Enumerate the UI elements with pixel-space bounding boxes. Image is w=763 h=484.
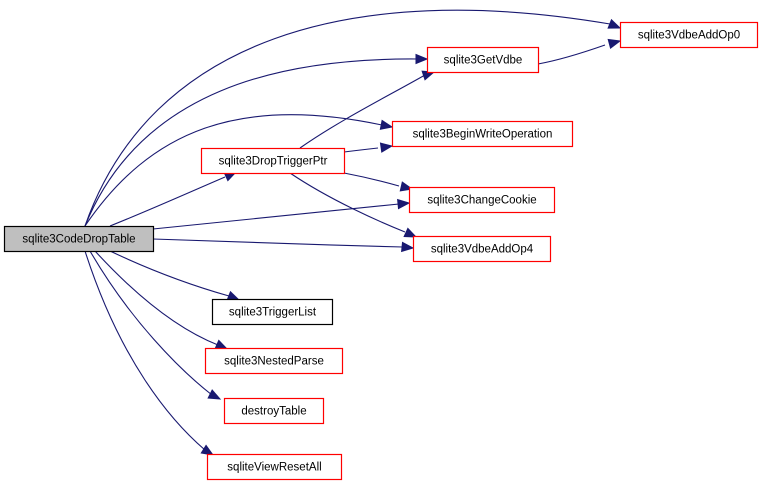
node-box[interactable] [412,235,552,263]
node-box[interactable] [619,21,759,49]
node-box[interactable] [426,46,540,74]
node-beginwrite[interactable]: sqlite3BeginWriteOperation [391,120,574,148]
node-addop4[interactable]: sqlite3VdbeAddOp4 [412,235,552,263]
node-box [3,225,155,253]
edge-line [299,74,426,149]
edge-root-to-addop4 [152,238,415,253]
nodes-layer: sqlite3CodeDropTable sqlite3VdbeAddOp0 sql… [3,21,759,481]
node-label[interactable]: destroyTable [241,406,306,418]
node-box[interactable] [408,186,556,214]
edge-line [84,58,418,227]
edge-root-to-beginwrite [84,114,394,227]
arrowhead-icon [226,290,241,301]
node-addop0[interactable]: sqlite3VdbeAddOp0 [619,21,759,49]
edge-line [84,114,383,227]
arrowhead-icon [401,241,415,253]
node-getvdbe[interactable]: sqlite3GetVdbe [426,46,540,74]
arrowhead-icon [379,142,394,153]
edge-line [152,238,404,248]
edge-root-to-viewresetall [84,250,215,456]
node-triggerlist: sqlite3TriggerList [211,298,334,326]
edge-getvdbe-to-addop0 [537,38,622,65]
edge-root-to-getvdbe [84,53,429,227]
edge-root-to-triggerlist [109,250,241,301]
arrowhead-icon [607,38,622,50]
edges-layer [84,9,622,456]
arrowhead-icon [415,53,429,65]
node-root: sqlite3CodeDropTable [3,225,155,253]
node-label[interactable]: sqlite3NestedParse [224,356,324,368]
arrowhead-icon [207,389,222,400]
edge-line [537,44,606,65]
edge-line [152,203,400,230]
edge-droptrigger-to-beginwrite [343,142,394,153]
edge-root-to-destroytable [89,250,222,400]
edge-line [109,250,230,297]
node-nestedparse[interactable]: sqlite3NestedParse [204,347,344,375]
node-label[interactable]: sqlite3ChangeCookie [427,195,536,207]
arrowhead-icon [379,119,394,130]
edge-line [343,147,379,153]
arrowhead-icon [200,444,215,456]
edge-root-to-nestedparse [94,250,229,350]
edge-root-to-droptrigger [109,171,238,227]
node-box[interactable] [200,147,346,175]
node-changecookie[interactable]: sqlite3ChangeCookie [408,186,556,214]
edge-line [89,250,213,396]
edge-line [84,250,206,451]
node-droptrigger[interactable]: sqlite3DropTriggerPtr [200,147,346,175]
edge-droptrigger-to-changecookie [343,172,414,192]
arrowhead-icon [403,227,418,238]
edge-line [289,172,406,233]
edge-line [343,172,400,187]
node-label[interactable]: sqlite3VdbeAddOp0 [638,30,740,42]
node-box[interactable] [204,347,344,375]
edge-line [84,9,611,227]
node-label[interactable]: sqlite3VdbeAddOp4 [431,244,534,256]
arrowhead-icon [607,18,622,29]
node-label[interactable]: sqlite3DropTriggerPtr [219,156,328,168]
arrowhead-icon [214,339,229,350]
edge-droptrigger-to-addop4 [289,172,418,238]
edge-root-to-addop0 [84,9,622,227]
node-box [211,298,334,326]
node-destroytable[interactable]: destroyTable [223,397,325,425]
node-box[interactable] [223,397,325,425]
node-viewresetall[interactable]: sqliteViewResetAll [206,453,343,481]
edge-root-to-changecookie [152,198,411,230]
node-label[interactable]: sqlite3BeginWriteOperation [413,129,553,141]
node-box[interactable] [206,453,343,481]
node-label: sqlite3TriggerList [229,307,317,319]
node-label[interactable]: sqliteViewResetAll [227,462,321,474]
edge-line [94,250,219,346]
arrowhead-icon [397,198,411,210]
edge-line [109,176,226,227]
node-box[interactable] [391,120,574,148]
node-label: sqlite3CodeDropTable [22,234,135,246]
node-label[interactable]: sqlite3GetVdbe [444,55,523,67]
